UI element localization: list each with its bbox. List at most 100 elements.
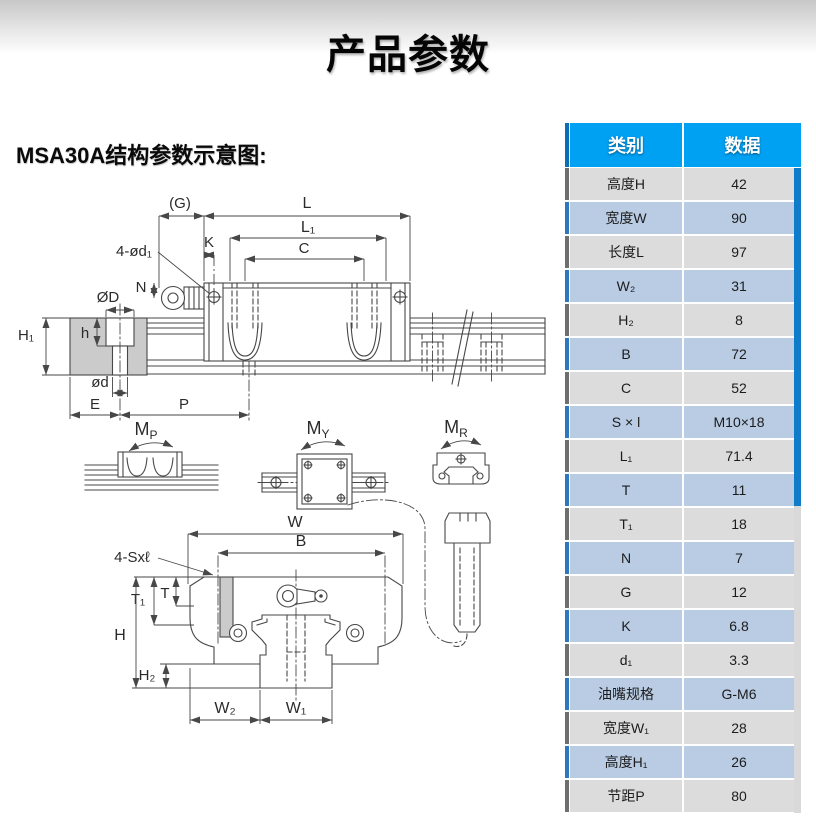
structure-diagram: (G) L L₁ C K 4-ød₁ ØD N h H₁ <box>18 195 546 724</box>
dim-label-4-od1: 4-ød₁ <box>116 243 152 260</box>
dim-label-P: P <box>179 396 189 413</box>
dim-label-od: ød <box>91 374 109 391</box>
page-title: 产品参数 <box>326 33 490 77</box>
row-label: C <box>570 372 682 404</box>
dim-label-G: (G) <box>169 195 191 212</box>
dim-label-H1: H₁ <box>18 327 34 344</box>
moment-mp-diagram: MP <box>84 419 219 491</box>
row-label: K <box>570 610 682 642</box>
row-value: 26 <box>684 746 794 778</box>
row-value: 11 <box>684 474 794 506</box>
row-label: B <box>570 338 682 370</box>
dim-label-N: N <box>136 279 147 296</box>
my-bolt-holes-icon <box>303 460 346 503</box>
table-scrollbar[interactable] <box>794 168 801 813</box>
top-gradient-band <box>0 0 816 54</box>
row-value: 52 <box>684 372 794 404</box>
dim-label-h: h <box>81 325 89 342</box>
moment-r-label: M <box>444 417 459 437</box>
dim-label-C: C <box>299 240 310 257</box>
row-value: 8 <box>684 304 794 336</box>
moment-y-label: M <box>306 418 321 438</box>
row-value: G-M6 <box>684 678 794 710</box>
row-value: M10×18 <box>684 406 794 438</box>
grease-nipple-front-icon <box>276 584 328 608</box>
row-label: G <box>570 576 682 608</box>
row-value: 80 <box>684 780 794 812</box>
front-view-dimensions: W B 4-Sxℓ T T₁ H H₂ W₂ W₁ <box>114 514 404 724</box>
row-value: 42 <box>684 168 794 200</box>
row-value: 90 <box>684 202 794 234</box>
table-header-row: 类别 数据 <box>565 123 801 167</box>
dim-label-T: T <box>160 585 169 602</box>
row-label: H₂ <box>570 304 682 336</box>
svg-text:MP: MP <box>134 419 157 442</box>
mounting-bolt-icon <box>444 512 491 633</box>
grease-nipple-side-icon <box>160 285 205 311</box>
moment-p-label: M <box>134 419 149 439</box>
scrollbar-thumb[interactable] <box>794 168 801 506</box>
svg-text:MY: MY <box>306 418 329 441</box>
dim-label-E: E <box>90 396 100 413</box>
svg-text:MR: MR <box>444 417 468 440</box>
dim-label-W2: W₂ <box>214 700 235 717</box>
row-label: 高度H <box>570 168 682 200</box>
row-label: W₂ <box>570 270 682 302</box>
row-label: T <box>570 474 682 506</box>
row-label: N <box>570 542 682 574</box>
row-value: 3.3 <box>684 644 794 676</box>
row-label: S × l <box>570 406 682 438</box>
dim-label-W1: W₁ <box>286 700 307 717</box>
dim-label-B: B <box>296 533 307 550</box>
section-subtitle: MSA30A结构参数示意图: <box>16 143 267 168</box>
row-label: 节距P <box>570 780 682 812</box>
header-category: 类别 <box>570 123 682 167</box>
dim-label-W: W <box>287 514 303 531</box>
row-value: 72 <box>684 338 794 370</box>
dim-label-L: L <box>303 195 312 212</box>
row-label: 长度L <box>570 236 682 268</box>
dim-label-OD: ØD <box>97 289 120 306</box>
row-value: 12 <box>684 576 794 608</box>
header-accent-bar <box>565 123 569 167</box>
row-label: 宽度W₁ <box>570 712 682 744</box>
row-label: 油嘴规格 <box>570 678 682 710</box>
top-view-geometry <box>69 282 546 421</box>
row-value: 7 <box>684 542 794 574</box>
front-view-geometry <box>189 499 491 701</box>
row-label: d₁ <box>570 644 682 676</box>
row-label: L₁ <box>570 440 682 472</box>
row-label: 宽度W <box>570 202 682 234</box>
dim-label-L1: L₁ <box>301 219 315 236</box>
row-value: 28 <box>684 712 794 744</box>
top-view-dimensions: (G) L L₁ C K 4-ød₁ ØD N h H₁ <box>18 195 411 419</box>
moment-mr-diagram: MR <box>432 417 490 485</box>
dim-label-T1: T₁ <box>131 591 145 608</box>
row-value: 71.4 <box>684 440 794 472</box>
header-data: 数据 <box>684 123 801 167</box>
dim-label-H: H <box>114 627 126 644</box>
row-label: 高度H₁ <box>570 746 682 778</box>
row-value: 6.8 <box>684 610 794 642</box>
dim-label-4-Sxl: 4-Sxℓ <box>114 549 150 566</box>
dim-label-H2: H₂ <box>139 667 156 684</box>
